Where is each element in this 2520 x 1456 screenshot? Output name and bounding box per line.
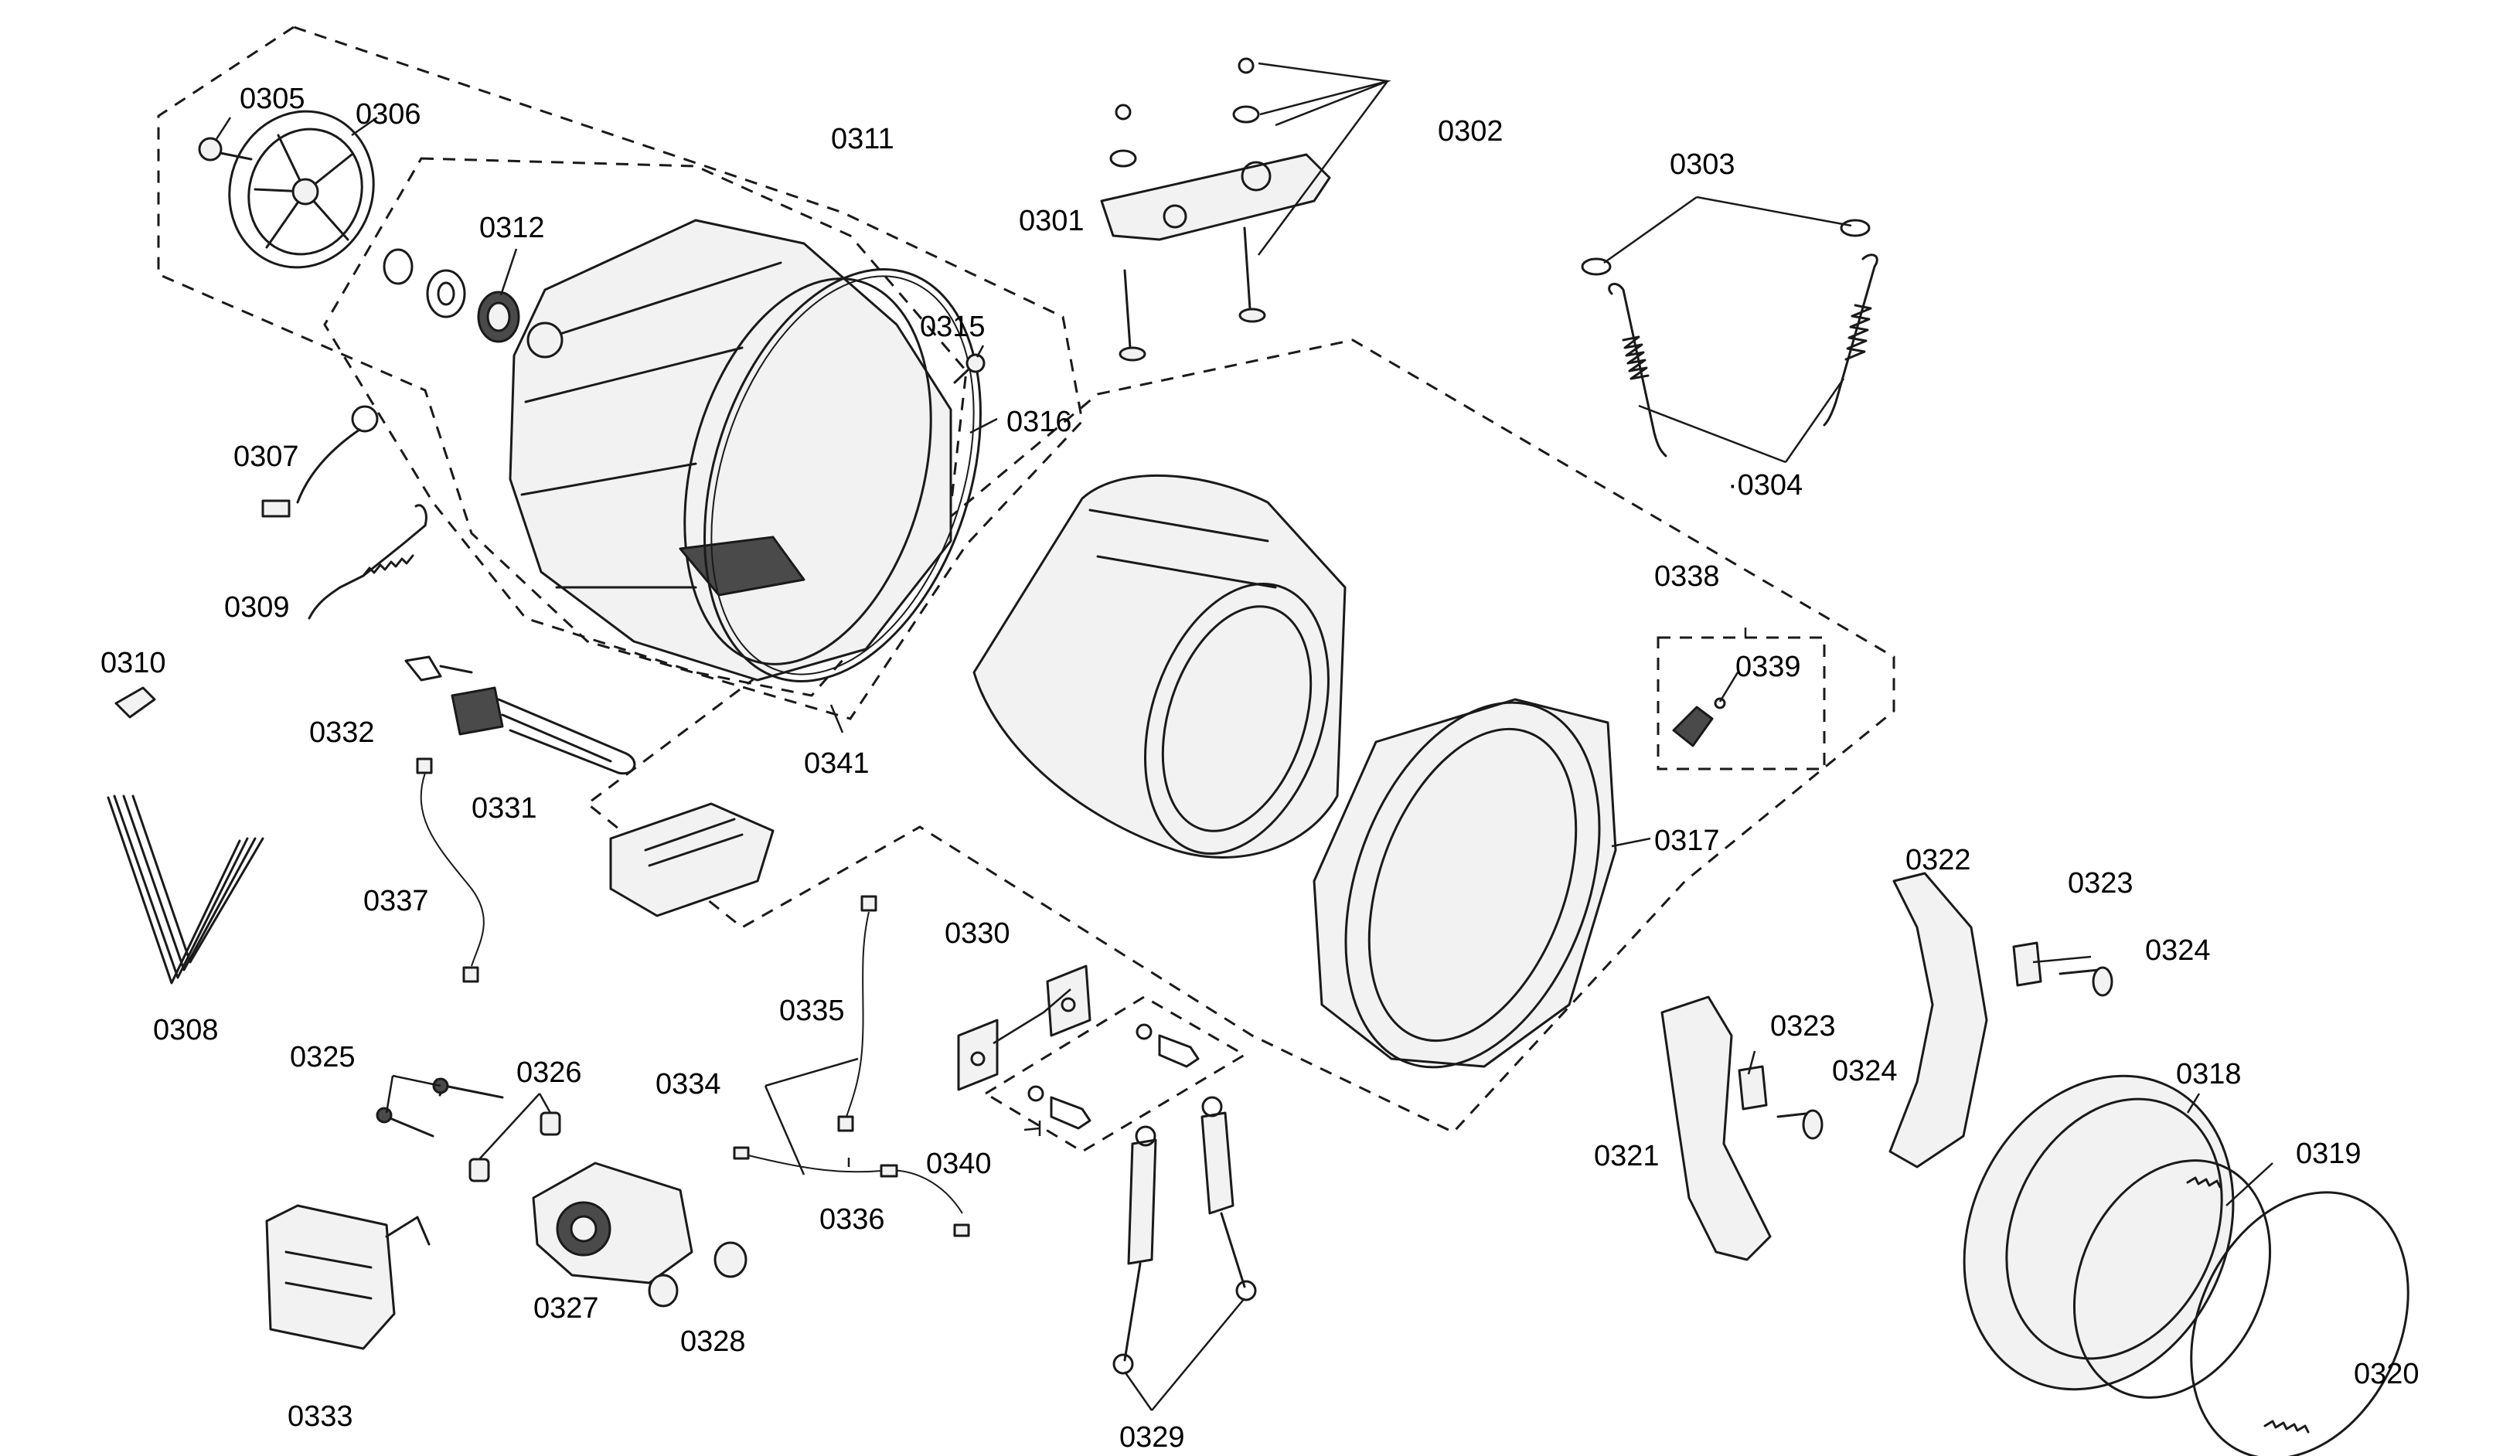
part-0317-front-tub bbox=[1313, 698, 1617, 1069]
part-0316-gasket-ring bbox=[703, 268, 982, 682]
label-0305: 0305 bbox=[240, 83, 305, 115]
part-0324-knobs bbox=[1776, 966, 2113, 1140]
part-0307-sensor bbox=[261, 405, 379, 518]
outline-rear-tub bbox=[323, 157, 968, 697]
label-0326: 0326 bbox=[516, 1056, 582, 1089]
part-0301-bracket bbox=[1100, 153, 1331, 241]
outline-0338 bbox=[1657, 636, 1826, 771]
label-0309: 0309 bbox=[224, 591, 290, 624]
part-0325-screws bbox=[376, 1077, 504, 1138]
label-0301: 0301 bbox=[1019, 205, 1085, 237]
part-0318-door-frame bbox=[1963, 1074, 2235, 1391]
label-0324-left: 0324 bbox=[1832, 1055, 1898, 1087]
part-0339-latch bbox=[1672, 697, 1726, 747]
part-0328-caps bbox=[648, 1241, 747, 1308]
part-0327-pump bbox=[532, 1162, 693, 1284]
label-0302: 0302 bbox=[1438, 115, 1503, 148]
part-0311-rear-tub bbox=[509, 219, 952, 682]
label-0336: 0336 bbox=[819, 1203, 885, 1236]
part-0340-bolts bbox=[1027, 1023, 1200, 1130]
label-0304: ·0304 bbox=[1728, 469, 1803, 502]
part-0333-module bbox=[265, 1204, 431, 1350]
part-0322-handle bbox=[1888, 872, 1988, 1169]
part-0337-wire bbox=[416, 757, 485, 983]
part-0330-blocks bbox=[957, 964, 1091, 1091]
label-0310: 0310 bbox=[100, 647, 166, 679]
part-0326-bushings bbox=[468, 1111, 561, 1182]
part-0335-wire bbox=[837, 895, 877, 1132]
group-outlines bbox=[157, 26, 1895, 1153]
label-0339: 0339 bbox=[1735, 651, 1801, 683]
label-0307: 0307 bbox=[233, 441, 299, 473]
label-0323-left: 0323 bbox=[1770, 1010, 1836, 1043]
part-0303-washers bbox=[1581, 219, 1871, 276]
label-0319: 0319 bbox=[2296, 1138, 2362, 1170]
label-0334: 0334 bbox=[656, 1068, 721, 1101]
part-0331-heater bbox=[451, 686, 636, 775]
label-0318: 0318 bbox=[2176, 1058, 2242, 1090]
part-0320-glass bbox=[2190, 1191, 2409, 1456]
outline-tub-group bbox=[157, 26, 1084, 720]
label-0324-right: 0324 bbox=[2145, 934, 2211, 967]
part-sensor-board bbox=[609, 802, 775, 917]
label-0312: 0312 bbox=[479, 212, 545, 244]
label-0329: 0329 bbox=[1119, 1421, 1185, 1454]
label-0328: 0328 bbox=[680, 1325, 746, 1358]
part-0309-spring bbox=[308, 504, 427, 620]
label-0327: 0327 bbox=[533, 1292, 599, 1325]
part-0315-screw bbox=[953, 353, 986, 384]
part-0329-dampers bbox=[1112, 1096, 1257, 1375]
label-0308: 0308 bbox=[153, 1014, 219, 1046]
label-0331: 0331 bbox=[472, 792, 537, 825]
outline-front-tub bbox=[585, 338, 1895, 1134]
label-0330: 0330 bbox=[945, 917, 1010, 950]
part-0312-bearings bbox=[383, 248, 520, 343]
part-0332-heater-plug bbox=[404, 655, 473, 682]
label-0337: 0337 bbox=[363, 885, 429, 917]
label-0315: 0315 bbox=[920, 311, 986, 343]
label-0320: 0320 bbox=[2354, 1358, 2420, 1390]
part-0308-belt bbox=[107, 794, 264, 985]
label-0303: 0303 bbox=[1670, 148, 1735, 181]
label-0341: 0341 bbox=[804, 747, 870, 780]
part-0321-hinge bbox=[1660, 995, 1772, 1261]
label-0338: 0338 bbox=[1654, 560, 1720, 593]
label-0335: 0335 bbox=[779, 995, 845, 1027]
part-0304-springs bbox=[1608, 253, 1878, 458]
label-0321: 0321 bbox=[1594, 1140, 1660, 1172]
label-0316: 0316 bbox=[1006, 406, 1072, 438]
label-0322: 0322 bbox=[1905, 844, 1971, 876]
label-0323-right: 0323 bbox=[2068, 867, 2133, 900]
part-0323-plates bbox=[1738, 941, 2042, 1111]
part-drum bbox=[972, 474, 1347, 859]
part-0319-ring bbox=[2072, 1159, 2272, 1399]
label-0311: 0311 bbox=[831, 123, 894, 155]
label-0306: 0306 bbox=[356, 98, 421, 131]
part-0305-screw bbox=[198, 137, 253, 162]
part-labels: 0305 0306 0311 0312 0315 0316 0307 0309 … bbox=[100, 83, 2420, 1454]
part-0306-pulley bbox=[228, 110, 375, 269]
label-0333: 0333 bbox=[288, 1400, 353, 1433]
label-0332: 0332 bbox=[309, 716, 375, 749]
leader-lines bbox=[215, 62, 2273, 1411]
part-0336-wire bbox=[733, 1146, 970, 1237]
part-0302-bolts bbox=[1109, 57, 1266, 362]
outline-0340 bbox=[983, 995, 1247, 1153]
label-0325: 0325 bbox=[290, 1041, 356, 1073]
label-0340: 0340 bbox=[926, 1148, 992, 1180]
part-0310-clip bbox=[114, 686, 156, 719]
label-0317: 0317 bbox=[1654, 825, 1720, 857]
